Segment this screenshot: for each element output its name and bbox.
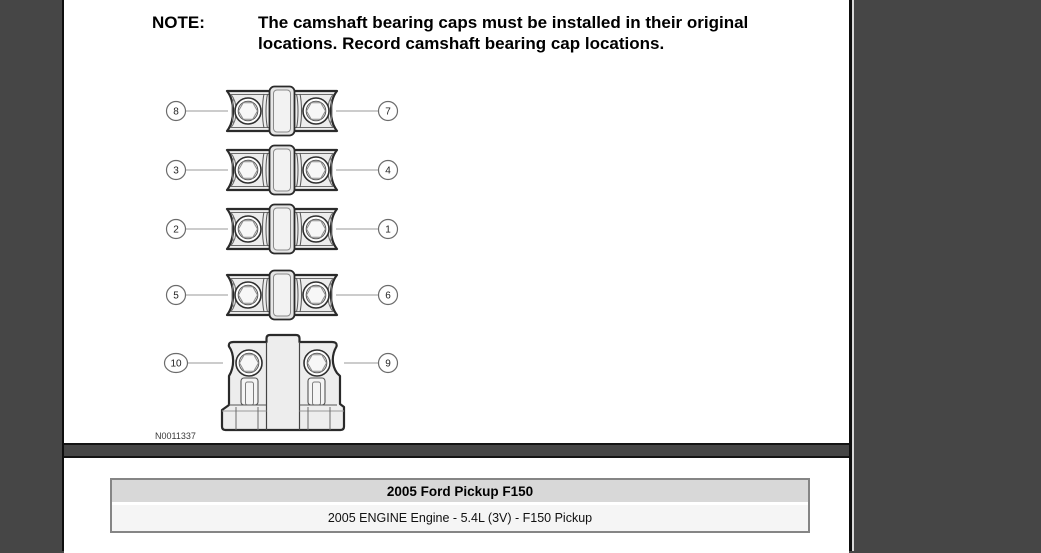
- section-title-row: 2005 ENGINE Engine - 5.4L (3V) - F150 Pi…: [112, 505, 808, 531]
- callout-number: 8: [173, 107, 179, 118]
- right-frame-highlight: [852, 0, 854, 551]
- right-frame-border: [849, 0, 852, 551]
- callout-circle: [165, 159, 187, 181]
- vehicle-title: 2005 Ford Pickup F150: [386, 483, 534, 499]
- section-title: 2005 ENGINE Engine - 5.4L (3V) - F150 Pi…: [327, 511, 593, 525]
- bearing-cap-drawing: [225, 269, 339, 321]
- figure-id-label: N0011337: [155, 431, 196, 441]
- callout-number: 10: [170, 359, 182, 370]
- callout-number: 7: [385, 107, 391, 118]
- bearing-cap-drawing: [225, 144, 339, 196]
- left-frame-border: [62, 0, 64, 551]
- callout-circle: [377, 159, 399, 181]
- note-text-line1: The camshaft bearing caps must be instal…: [258, 13, 749, 32]
- callout-number: 2: [173, 225, 179, 236]
- bearing-cap-figure: 8 7 3 4 2 1: [155, 85, 399, 441]
- vehicle-title-row: 2005 Ford Pickup F150: [112, 480, 808, 505]
- figure-row-3: 2 1: [165, 203, 399, 255]
- bearing-cap-drawing: [225, 85, 339, 137]
- callout-circle: [165, 100, 187, 122]
- figure-row-4: 5 6: [165, 269, 399, 321]
- callout-circle: [377, 218, 399, 240]
- note-label: NOTE:: [152, 13, 205, 32]
- document-column: 8 7 3 4 2 1: [64, 0, 849, 553]
- callout-circle: [377, 284, 399, 306]
- callout-circle: [377, 352, 399, 374]
- figure-row-5: 10 9: [163, 333, 399, 432]
- callout-circle: [163, 352, 189, 374]
- callout-number: 4: [385, 166, 391, 177]
- thrust-bearing-cap-drawing: [220, 333, 346, 432]
- callout-number: 1: [385, 225, 391, 236]
- figure-row-1: 8 7: [165, 85, 399, 137]
- bearing-cap-drawing: [225, 203, 339, 255]
- callout-circle: [165, 284, 187, 306]
- callout-number: 6: [385, 291, 391, 302]
- note-text: The camshaft bearing caps must be instal…: [258, 12, 818, 54]
- figure-row-2: 3 4: [165, 144, 399, 196]
- note-block: NOTE: The camshaft bearing caps must be …: [152, 12, 818, 54]
- manual-page-panel: 8 7 3 4 2 1: [64, 0, 849, 445]
- callout-number: 3: [173, 166, 179, 177]
- vehicle-header-panel: 2005 Ford Pickup F150 2005 ENGINE Engine…: [64, 456, 849, 553]
- callout-circle: [165, 218, 187, 240]
- callout-number: 5: [173, 291, 179, 302]
- note-text-line2: locations. Record camshaft bearing cap l…: [258, 34, 665, 53]
- callout-circle: [377, 100, 399, 122]
- callout-number: 9: [385, 359, 391, 370]
- vehicle-header-table: 2005 Ford Pickup F150 2005 ENGINE Engine…: [110, 478, 810, 533]
